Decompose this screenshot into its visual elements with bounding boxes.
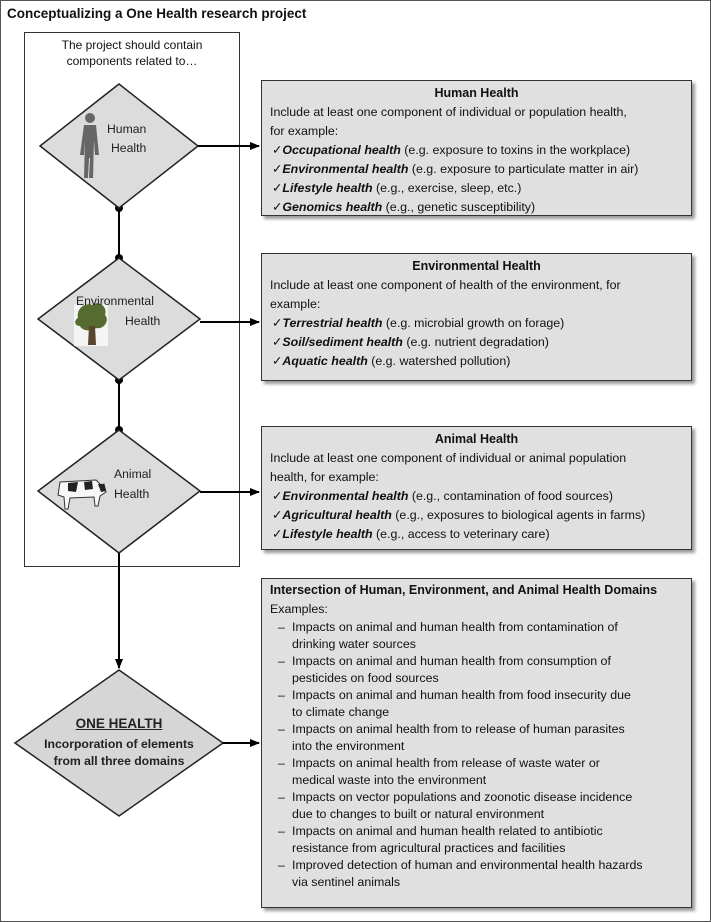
environmental-health-diamond (36, 257, 202, 381)
human-diamond-label-2: Health (111, 141, 147, 155)
example-text-line: Impacts on animal and human health from … (292, 688, 631, 702)
example-text-line: drinking water sources (292, 637, 416, 651)
example-item: –Impacts on animal health from release o… (270, 755, 683, 789)
dash-bullet: – (278, 688, 285, 702)
example-text: Impacts on animal and human health from … (292, 687, 631, 721)
animal-diamond-label-1: Animal (114, 467, 152, 481)
dash-bullet: – (278, 858, 285, 872)
dash-bullet: – (278, 620, 285, 634)
panel-intro-line: example: (270, 297, 321, 311)
env-diamond-label-1: Environmental (76, 294, 154, 308)
checklist-item: ✓Agricultural health (e.g., exposures to… (272, 508, 646, 522)
example-text: Improved detection of human and environm… (292, 857, 643, 891)
example-text-line: via sentinel animals (292, 875, 401, 889)
checklist-item: ✓Soil/sediment health (e.g. nutrient deg… (272, 335, 549, 349)
human-figure-icon (80, 113, 99, 178)
intersection-panel: Intersection of Human, Environment, and … (261, 578, 692, 908)
example-item: –Impacts on animal and human health from… (270, 619, 683, 653)
panel-heading: Human Health (434, 86, 519, 100)
components-intro-line-2: components related to… (66, 54, 198, 68)
example-text: Impacts on animal and human health relat… (292, 823, 603, 857)
animal-health-panel: Animal Health Include at least one compo… (261, 426, 692, 550)
tree-icon (74, 303, 108, 346)
example-item: –Improved detection of human and environ… (270, 857, 683, 891)
env-diamond-label-2: Health (125, 314, 161, 328)
example-text-line: due to changes to built or natural envir… (292, 807, 545, 821)
one-health-subtitle-2: from all three domains (53, 754, 185, 768)
panel-heading: Environmental Health (412, 259, 541, 273)
example-item: –Impacts on animal and human health from… (270, 653, 683, 687)
checklist-item: ✓Genomics health (e.g., genetic suscepti… (272, 200, 536, 214)
dash-bullet: – (278, 756, 285, 770)
example-text-line: Impacts on animal and human health from … (292, 654, 611, 668)
example-text-line: pesticides on food sources (292, 671, 439, 685)
example-text-line: Impacts on animal health from release of… (292, 756, 600, 770)
dash-bullet: – (278, 790, 285, 804)
components-intro: The project should contain components re… (24, 37, 240, 69)
dash-bullet: – (278, 824, 285, 838)
panel-heading: Intersection of Human, Environment, and … (270, 583, 658, 597)
checklist-item: ✓Aquatic health (e.g. watershed pollutio… (272, 354, 511, 368)
human-health-panel: Human Health Include at least one compon… (261, 80, 692, 216)
checklist-item: ✓Terrestrial health (e.g. microbial grow… (272, 316, 565, 330)
example-text-line: Impacts on vector populations and zoonot… (292, 790, 633, 804)
panel-intro-line: Include at least one component of indivi… (270, 105, 627, 119)
example-text-line: into the environment (292, 739, 405, 753)
checklist-item: ✓Lifestyle health (e.g., access to veter… (272, 527, 550, 541)
dash-bullet: – (278, 722, 285, 736)
example-text-line: medical waste into the environment (292, 773, 487, 787)
example-text-line: Impacts on animal health from to release… (292, 722, 625, 736)
one-health-title: ONE HEALTH (75, 716, 163, 731)
example-list: –Impacts on animal and human health from… (270, 619, 683, 891)
checklist-item: ✓Environmental health (e.g., contaminati… (272, 489, 613, 503)
figure-title: Conceptualizing a One Health research pr… (7, 6, 307, 21)
animal-health-diamond (36, 429, 202, 554)
checklist-item: ✓Lifestyle health (e.g., exercise, sleep… (272, 181, 522, 195)
example-text: Impacts on animal health from release of… (292, 755, 600, 789)
example-text-line: Impacts on animal and human health from … (292, 620, 618, 634)
dash-bullet: – (278, 654, 285, 668)
cow-icon (57, 479, 107, 510)
example-text-line: Impacts on animal and human health relat… (292, 824, 603, 838)
example-text-line: to climate change (292, 705, 390, 719)
checklist-item: ✓Occupational health (e.g. exposure to t… (272, 143, 631, 157)
environmental-health-panel: Environmental Health Include at least on… (261, 253, 692, 381)
example-text: Impacts on animal and human health from … (292, 653, 611, 687)
example-text: Impacts on animal and human health from … (292, 619, 618, 653)
panel-intro-line: Include at least one component of health… (270, 278, 621, 292)
panel-intro-line: Include at least one component of indivi… (270, 451, 627, 465)
panel-intro-line: health, for example: (270, 470, 379, 484)
example-item: –Impacts on vector populations and zoono… (270, 789, 683, 823)
one-health-diamond (13, 669, 225, 817)
animal-diamond-label-2: Health (114, 487, 150, 501)
example-text-line: resistance from agricultural practices a… (292, 841, 566, 855)
one-health-subtitle-1: Incorporation of elements (44, 737, 194, 751)
example-item: –Impacts on animal and human health rela… (270, 823, 683, 857)
example-item: –Impacts on animal health from to releas… (270, 721, 683, 755)
example-text: Impacts on animal health from to release… (292, 721, 625, 755)
example-text-line: Improved detection of human and environm… (292, 858, 643, 872)
example-text: Impacts on vector populations and zoonot… (292, 789, 632, 823)
panel-intro-line: for example: (270, 124, 339, 138)
human-diamond-label-1: Human (107, 122, 147, 136)
example-item: –Impacts on animal and human health from… (270, 687, 683, 721)
panel-heading: Animal Health (434, 432, 519, 446)
components-intro-line-1: The project should contain (61, 38, 203, 52)
human-health-diamond (38, 83, 200, 209)
panel-intro: Examples: (270, 602, 328, 616)
checklist-item: ✓Environmental health (e.g. exposure to … (272, 162, 639, 176)
